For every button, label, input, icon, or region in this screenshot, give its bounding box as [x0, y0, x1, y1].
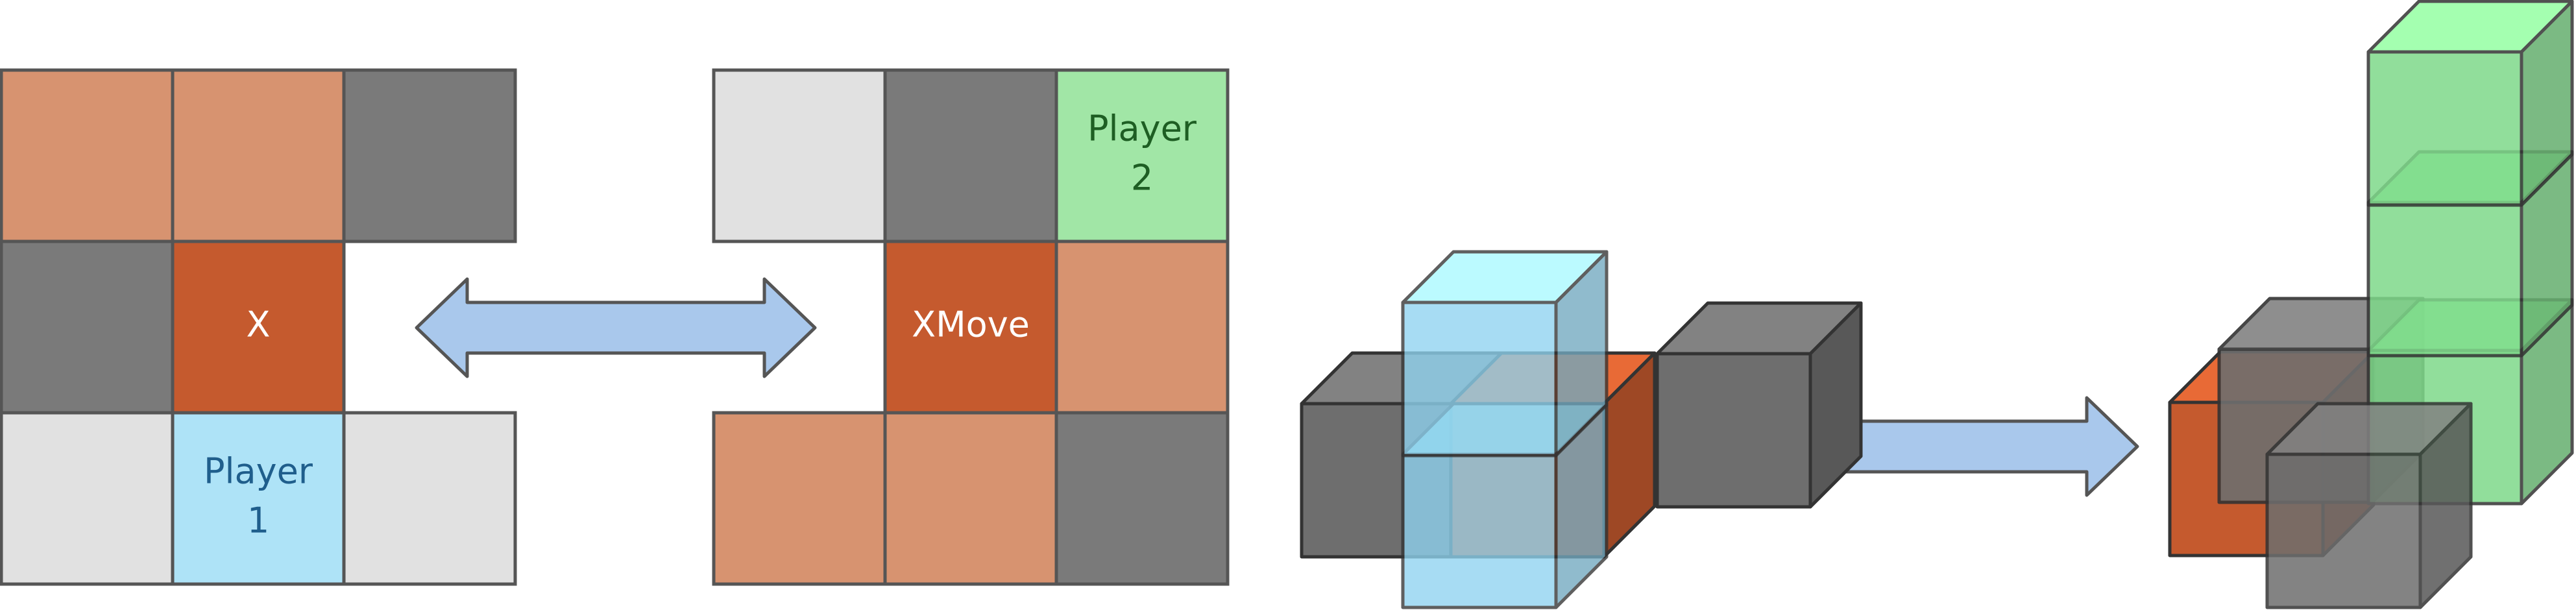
- left-grid-cell: [171, 411, 346, 586]
- grid-transform-arrow: [415, 277, 817, 378]
- left-grid-cell-label: X: [247, 304, 271, 345]
- right-grid-cell-label: Player: [1088, 108, 1197, 149]
- gray-cube-right: [1655, 301, 1863, 509]
- right-grid-cell: [1054, 68, 1230, 243]
- left-grid-cell: [0, 411, 175, 586]
- blue-cube-top: [1401, 250, 1609, 458]
- left-grid-cell: [0, 239, 175, 415]
- left-grid-cell-label: Player: [204, 451, 313, 492]
- left-grid-cell: [0, 68, 175, 243]
- right-grid-cell: [883, 411, 1058, 586]
- right-grid-cell-label: 2: [1131, 158, 1153, 199]
- left-grid-cell: [342, 68, 517, 243]
- gray-cube-front: [2265, 402, 2473, 609]
- right-grid-cell: [1054, 411, 1230, 586]
- left-grid-cell-label: 1: [247, 500, 269, 541]
- right-grid-cell: [883, 68, 1058, 243]
- right-grid-cell: [712, 68, 887, 243]
- left-grid-cell: [342, 411, 517, 586]
- right-grid-cell-label: XMove: [912, 304, 1030, 345]
- left-grid-cell: [171, 68, 346, 243]
- green-cube-top: [2366, 0, 2574, 207]
- right-grid-cell: [712, 411, 887, 586]
- right-grid-cell: [1054, 239, 1230, 415]
- left-grid: X Player 1: [0, 68, 517, 586]
- right-grid-cell: [883, 239, 1058, 415]
